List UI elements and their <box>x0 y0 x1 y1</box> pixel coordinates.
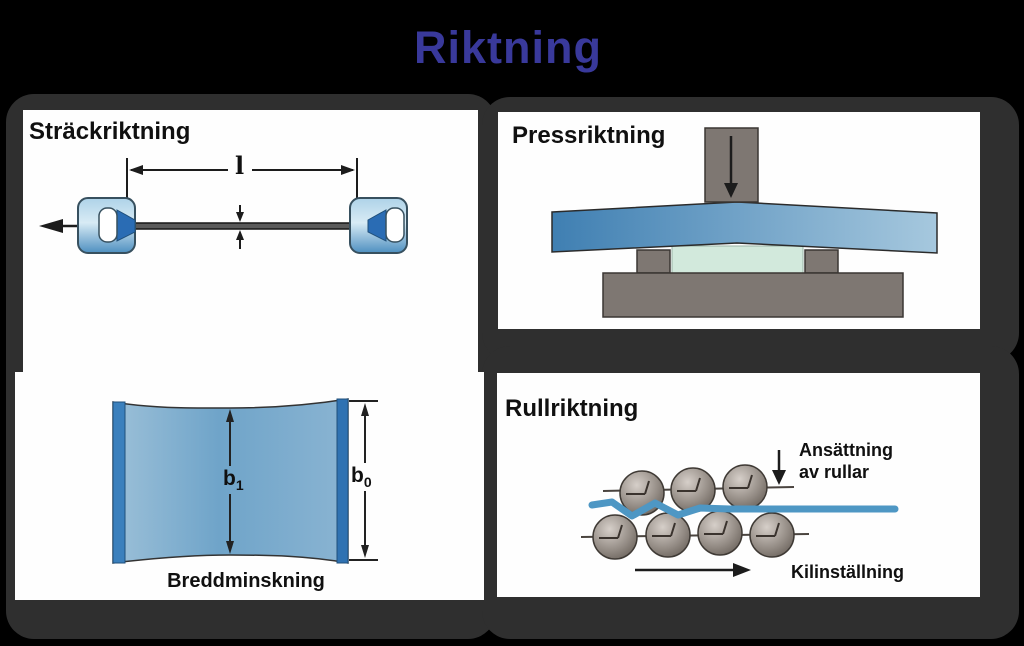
b1-arrowhead-top <box>226 409 234 422</box>
width-reduction-caption: Breddminskning <box>167 570 325 592</box>
roller-axis-marks <box>599 474 780 539</box>
sheet-edge-band-left <box>112 401 126 564</box>
pull-arrow <box>39 219 79 233</box>
feed-arrow <box>635 563 751 577</box>
length-label: l <box>235 151 245 180</box>
b0-arrowhead-top <box>361 403 369 416</box>
press-sheet <box>551 201 938 254</box>
panel-roller-straightening: Rullriktning <box>497 373 980 597</box>
dimension-arrowhead-left <box>129 165 143 175</box>
roller-diagram <box>580 450 899 577</box>
adjust-arrow <box>772 450 786 485</box>
press-spacer-block <box>671 245 804 274</box>
press-support-left <box>636 249 671 274</box>
panel-press-straightening: Pressriktning <box>498 112 980 329</box>
dimension-line <box>126 158 358 202</box>
press-base <box>602 272 904 318</box>
clamp-right <box>349 197 408 254</box>
press-force-arrow <box>724 136 738 198</box>
panel-stretch-heading: Sträckriktning <box>29 118 191 145</box>
adjust-rollers-label: Ansättning av rullar <box>799 440 893 482</box>
press-diagram <box>551 127 938 318</box>
page-title: Riktning <box>414 22 602 73</box>
dimension-arrowhead-right <box>341 165 355 175</box>
press-support-right <box>804 249 839 274</box>
b0-label: b0 <box>351 464 372 491</box>
b1-arrowhead-bottom <box>226 541 234 554</box>
wedge-setting-label: Kilinställning <box>791 562 905 582</box>
strip-wavy <box>588 498 899 520</box>
metal-strip <box>134 222 371 230</box>
b0-arrowhead-bottom <box>361 545 369 558</box>
panel-stretch-straightening: Sträckriktning <box>23 110 478 372</box>
b0-arrow <box>349 400 378 561</box>
clamp-left <box>77 197 136 254</box>
thickness-arrows <box>236 205 244 249</box>
width-reduction-diagram <box>112 398 378 564</box>
stretch-diagram <box>39 158 408 254</box>
sheet-edge-band-right <box>336 398 349 564</box>
panel-press-heading: Pressriktning <box>512 122 666 149</box>
panel-width-reduction: b1 b0 Breddminskning <box>15 372 484 600</box>
panel-roll-heading: Rullriktning <box>505 395 639 422</box>
b1-label: b1 <box>223 467 244 494</box>
